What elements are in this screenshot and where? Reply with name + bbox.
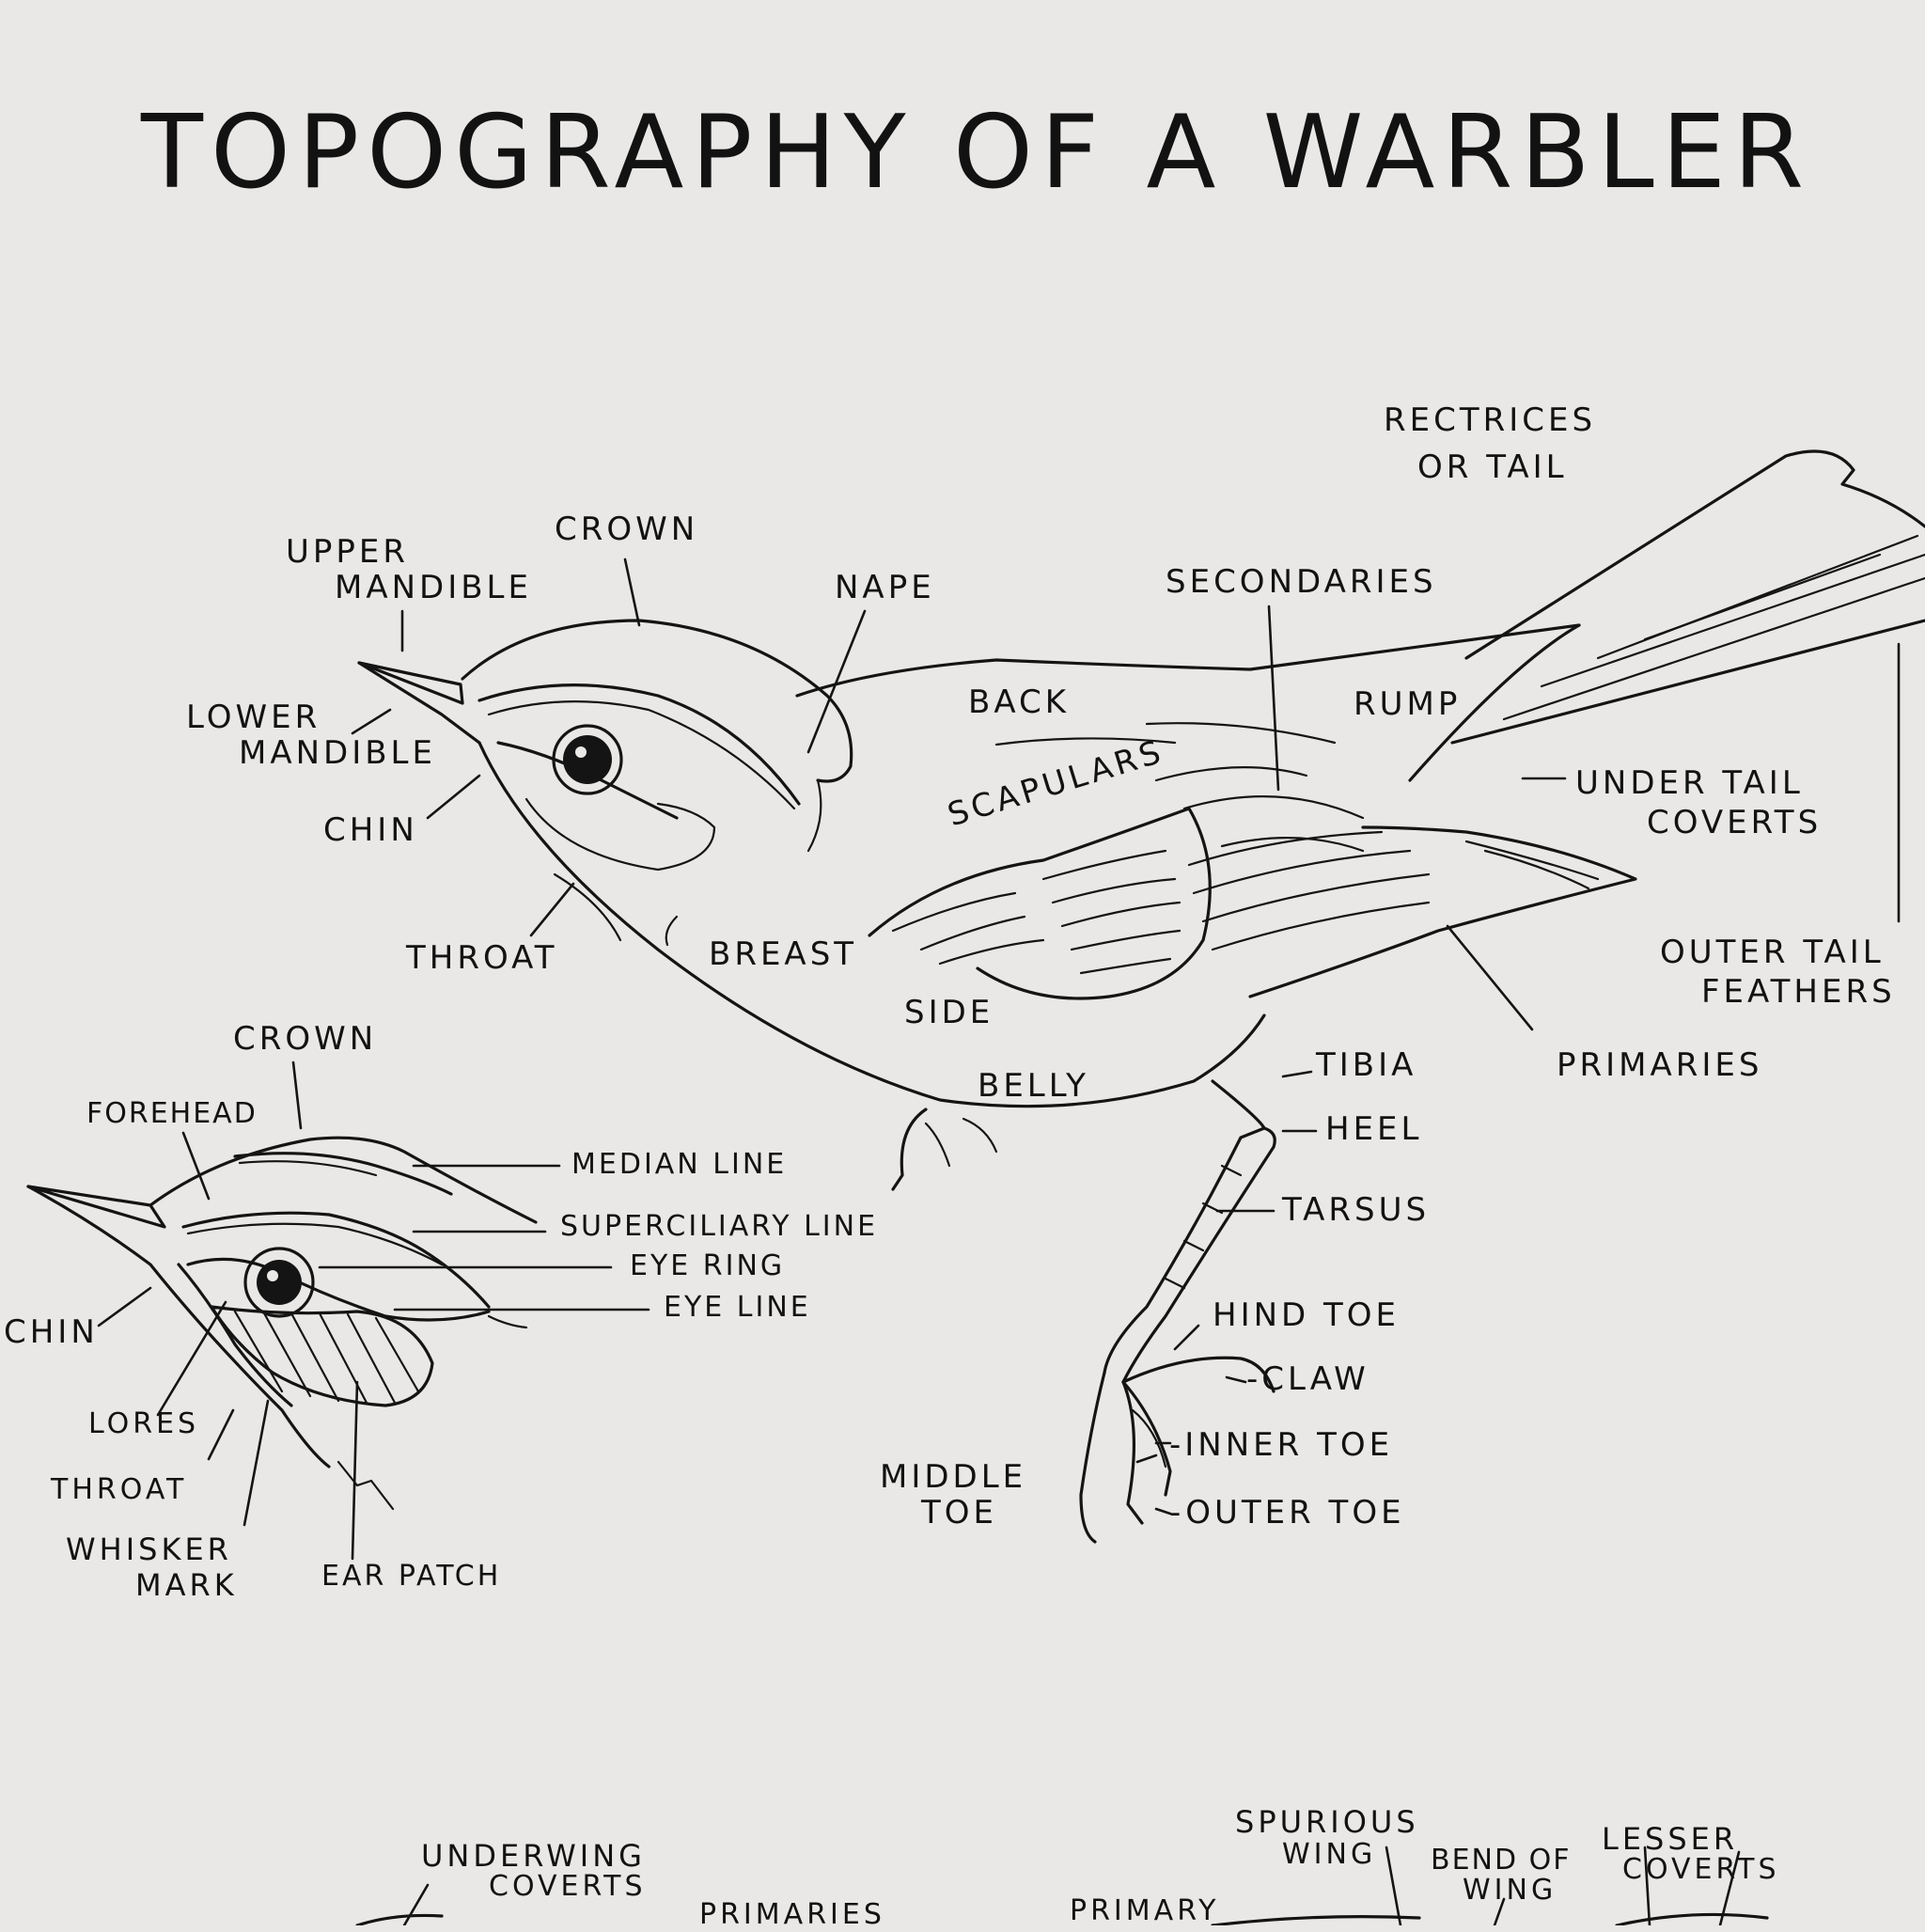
label-heel: HEEL (1325, 1110, 1423, 1148)
label-secondaries: SECONDARIES (1166, 563, 1437, 601)
label-under-tail-coverts: COVERTS (1647, 804, 1823, 841)
label-head-throat: THROAT (51, 1473, 188, 1506)
label-rump: RUMP (1354, 685, 1462, 723)
wing-figures-drawing (355, 1846, 1769, 1925)
label-wing-primaries: PRIMARIES (699, 1898, 885, 1931)
label-head-chin: CHIN (4, 1313, 99, 1351)
label-tibia: TIBIA (1316, 1046, 1417, 1084)
label-upper-mandible: MANDIBLE (335, 569, 532, 606)
label-spurious-wing: WING (1282, 1838, 1377, 1871)
label-inner-toe: -INNER TOE (1169, 1426, 1394, 1464)
label-under-tail: UNDER TAIL (1575, 764, 1804, 802)
label-rectrices: RECTRICES (1384, 401, 1597, 439)
label-back: BACK (968, 683, 1071, 721)
label-lower-mandible: MANDIBLE (239, 734, 436, 772)
label-head-forehead: FOREHEAD (86, 1097, 258, 1130)
label-throat: THROAT (406, 939, 558, 977)
label-median-line: MEDIAN LINE (571, 1148, 788, 1181)
label-outer-toe: -OUTER TOE (1169, 1494, 1405, 1531)
label-middle-toe: TOE (921, 1494, 998, 1531)
main-bird-drawing (351, 449, 1925, 1544)
label-middle: MIDDLE (880, 1458, 1027, 1496)
label-outer-tail: OUTER TAIL (1660, 934, 1885, 971)
label-claw: -CLAW (1246, 1360, 1369, 1398)
label-eye-line: EYE LINE (664, 1291, 811, 1324)
label-superciliary-line: SUPERCILIARY LINE (560, 1210, 879, 1243)
label-underwing: UNDERWING (421, 1838, 646, 1874)
page-title: TOPOGRAPHY OF A WARBLER (141, 94, 1811, 212)
label-or-tail: OR TAIL (1417, 448, 1568, 486)
label-upper: UPPER (286, 533, 409, 571)
label-primaries: PRIMARIES (1557, 1046, 1763, 1084)
label-ear-patch: EAR PATCH (321, 1560, 502, 1593)
label-whisker: WHISKER (66, 1531, 232, 1567)
label-lesser-coverts: COVERTS (1622, 1853, 1780, 1886)
label-lores: LORES (88, 1407, 200, 1440)
label-nape: NAPE (835, 569, 935, 606)
label-side: SIDE (904, 994, 994, 1031)
label-head-crown: CROWN (233, 1020, 378, 1058)
label-underwing-coverts: COVERTS (489, 1870, 647, 1903)
label-chin: CHIN (323, 811, 418, 849)
label-tarsus: TARSUS (1282, 1191, 1431, 1229)
label-bend-wing: WING (1463, 1874, 1557, 1907)
label-feathers: FEATHERS (1701, 973, 1896, 1011)
head-detail-drawing (26, 1060, 650, 1561)
label-lower: LOWER (186, 699, 321, 736)
label-breast: BREAST (709, 935, 858, 973)
label-lesser: LESSER (1602, 1821, 1739, 1857)
label-bend-of: BEND OF (1431, 1844, 1572, 1877)
label-primary: PRIMARY (1070, 1894, 1220, 1927)
label-belly: BELLY (978, 1067, 1089, 1105)
label-hind-toe: HIND TOE (1213, 1296, 1401, 1334)
label-whisker-mark: MARK (135, 1567, 238, 1603)
label-crown: CROWN (555, 510, 699, 548)
label-spurious: SPURIOUS (1235, 1804, 1419, 1840)
label-eye-ring: EYE RING (630, 1249, 786, 1282)
